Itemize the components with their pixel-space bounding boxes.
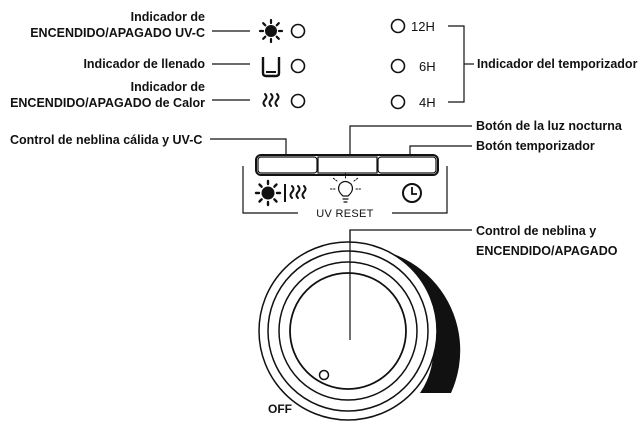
timer-6h-label: 6H bbox=[419, 59, 436, 74]
uv-reset-label: UV RESET bbox=[316, 208, 373, 220]
mist-power-dial[interactable] bbox=[289, 272, 407, 390]
panel-bracket-left bbox=[242, 166, 298, 214]
panel-bracket-right bbox=[392, 166, 448, 214]
dial-pointer-dot bbox=[318, 369, 330, 381]
warm-mist-uvc-leader bbox=[210, 138, 287, 155]
timer-12h-label: 12H bbox=[411, 19, 435, 34]
fill-indicator-label: Indicador de llenado bbox=[83, 57, 205, 71]
heat-waves-icon bbox=[289, 185, 307, 199]
timer-button[interactable] bbox=[377, 156, 437, 174]
clock-icon bbox=[402, 183, 422, 203]
timer-4h-light bbox=[390, 94, 406, 110]
sun-icon bbox=[254, 179, 282, 207]
timer-button-label: Botón temporizador bbox=[476, 139, 595, 153]
heat-indicator-light bbox=[290, 93, 306, 109]
mist-control-label-line1: Control de neblina y bbox=[476, 224, 596, 238]
timer-bracket bbox=[448, 25, 465, 103]
warm-mist-uvc-button[interactable] bbox=[257, 156, 318, 174]
heat-waves-icon bbox=[262, 93, 280, 107]
dial-off-label: OFF bbox=[268, 402, 292, 416]
timer-4h-label: 4H bbox=[419, 95, 436, 110]
night-light-button[interactable] bbox=[317, 156, 378, 174]
mist-control-label-line2: ENCENDIDO/APAGADO bbox=[476, 244, 618, 258]
fill-indicator-light bbox=[290, 58, 306, 74]
heat-indicator-label-line1: Indicador de bbox=[131, 80, 205, 94]
mist-level-arc bbox=[346, 247, 461, 393]
uvc-indicator-label-line2: ENCENDIDO/APAGADO UV-C bbox=[30, 26, 205, 40]
timer-6h-light bbox=[390, 58, 406, 74]
water-tank-icon bbox=[261, 57, 281, 78]
uvc-indicator-light bbox=[290, 23, 306, 39]
heat-indicator-label-line2: ENCENDIDO/APAGADO de Calor bbox=[10, 96, 205, 110]
sun-icon bbox=[258, 18, 284, 44]
night-light-leader bbox=[349, 125, 472, 155]
night-light-button-label: Botón de la luz nocturna bbox=[476, 119, 623, 133]
uvc-indicator-label-line1: Indicador de bbox=[131, 10, 205, 24]
light-bulb-icon bbox=[329, 172, 362, 203]
timer-12h-light bbox=[390, 18, 406, 34]
timer-indicator-label: Indicador del temporizador bbox=[477, 57, 638, 71]
timer-button-leader bbox=[409, 145, 472, 155]
warm-mist-uvc-label: Control de neblina cálida y UV-C bbox=[10, 133, 202, 147]
